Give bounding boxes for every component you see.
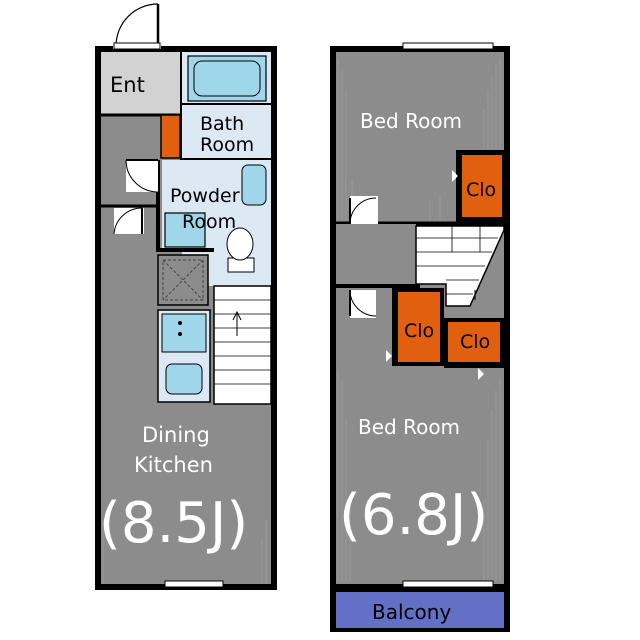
lower-bed-label: Bed Room [358, 415, 460, 439]
lower-window [402, 580, 494, 588]
entrance-door[interactable] [113, 3, 161, 50]
bath-label-1: Bath [200, 113, 244, 135]
upper-window [402, 42, 494, 50]
bath-label-2: Room [200, 134, 254, 156]
upper-bedroom-door[interactable] [349, 196, 378, 225]
ground-floor-window [164, 580, 224, 588]
entrance-area [101, 52, 182, 115]
closet-2-label: Clo [404, 320, 434, 342]
washer-space [241, 164, 267, 206]
shoe-storage [160, 114, 181, 159]
closet-right: Clo [444, 318, 504, 380]
balcony: Balcony [330, 590, 510, 632]
upper-floor: Bed Room Clo [330, 42, 510, 590]
powder-label-2: Room [182, 211, 236, 233]
kitchen-door[interactable] [113, 207, 144, 235]
lower-bedroom-door[interactable] [349, 289, 377, 318]
kitchen-counter [157, 309, 211, 403]
closet-3-label: Clo [460, 331, 490, 353]
dining-size: (8.5J) [99, 491, 248, 556]
powder-door[interactable] [125, 159, 159, 193]
ground-floor-stairs [213, 285, 272, 405]
floor-grain [102, 520, 267, 584]
closet-middle: Clo [386, 288, 444, 366]
kitchen-sink [165, 363, 203, 395]
bed-size: (6.8J) [339, 483, 488, 548]
refrigerator-space [157, 254, 209, 306]
wash-basin [164, 212, 206, 248]
upper-hallway [336, 224, 416, 284]
lower-bedroom-grain [337, 370, 501, 582]
stove [161, 313, 207, 353]
powder-label-1: Powder [170, 185, 240, 207]
closet-1-label: Clo [466, 179, 496, 201]
closet-upper: Clo [452, 150, 504, 222]
balcony-label: Balcony [372, 600, 451, 624]
toilet [226, 227, 255, 273]
dining-label-1: Dining [142, 423, 210, 447]
upper-floor-stairs [415, 225, 505, 307]
entrance-label: Ent [110, 73, 145, 97]
bathtub-basin [193, 60, 261, 97]
ground-floor: Ent Bath Room Powder [95, 3, 277, 590]
dining-label-2: Kitchen [134, 453, 213, 477]
upper-bed-label: Bed Room [360, 109, 462, 133]
